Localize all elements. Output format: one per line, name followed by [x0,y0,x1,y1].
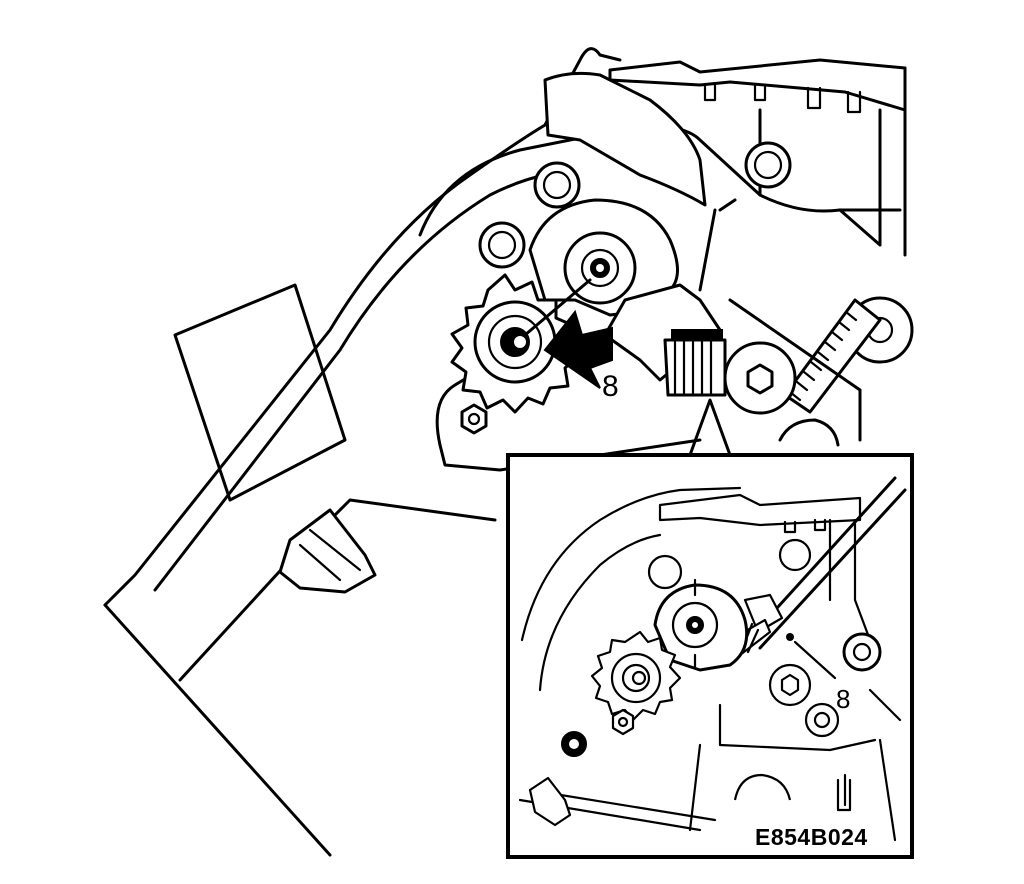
inset-top-frame [658,493,862,527]
top-frame-tabs [703,83,862,114]
inset-lower-nut-center [617,716,629,728]
boss-hole-left-inner [487,230,517,260]
housing-inner-edge [153,173,547,592]
inset-tension-pulley-hub [692,622,698,628]
lower-right-arc [778,418,840,447]
boss-hole-top-right-inner [753,150,783,180]
inset-mount-bracket [528,776,572,827]
side-frame [758,66,907,257]
rack-gear-teeth [788,310,858,402]
inset-view: 8 E854B024 [506,453,914,859]
lower-right-frame [728,298,862,442]
housing-flange [173,283,347,502]
inset-lower-bracket [836,773,852,812]
tensioner-tool-cap [671,329,723,341]
alignment-mark-line [523,278,592,337]
inset-tool-head [743,593,784,634]
mounting-bracket-detail [298,528,362,582]
lever-arm [543,71,707,207]
main-view: 8 [103,47,914,857]
mounting-bracket [278,508,377,594]
inset-diagonal-rod-b [758,488,907,650]
inset-housing-curve [520,486,742,642]
housing-lower-edge [103,603,332,857]
right-bolt-nut [746,363,774,395]
inset-lower-arc [733,773,792,801]
inset-top-frame-tabs [783,518,827,534]
inset-boss-upper [647,554,683,590]
sprocket-hub-hole [514,336,526,348]
callout-number-main: 8 [602,370,619,403]
callout-number-inset: 8 [836,684,850,714]
inset-lower-right-boss-inner [813,711,831,729]
inset-right-edge-lines [868,688,902,842]
direction-arrow [543,309,613,389]
inset-lower-left-hole [569,739,579,749]
tension-pulley-hub [596,264,604,272]
housing-inner-curve [435,368,482,447]
inset-boss-upper-right [778,538,812,572]
inset-sprocket-hub-core [631,670,647,686]
inset-right-pulley-inner [852,642,872,662]
inset-right-nut [780,673,800,697]
inset-callout-dot [786,633,794,641]
boss-hole-upper-inner [542,170,572,200]
figure-code: E854B024 [755,824,868,850]
tensioner-tool-coils [673,338,713,397]
tension-bracket-rod [698,198,737,292]
inset-callout-leader [793,640,837,680]
inset-pointer [688,398,732,457]
inset-housing-inner [538,533,662,692]
lower-nut-center [467,412,481,426]
